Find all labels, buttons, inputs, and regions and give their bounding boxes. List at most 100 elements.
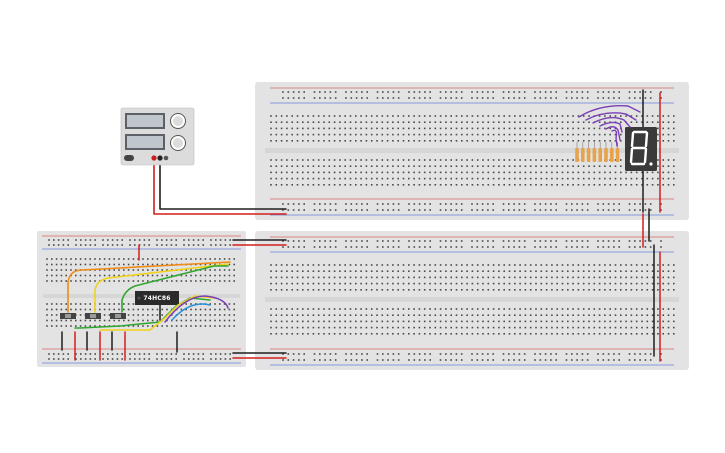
resistor-body[interactable]	[575, 148, 579, 162]
wire-display-c[interactable]	[592, 116, 631, 128]
terminal-negative[interactable]	[157, 155, 163, 161]
hole	[376, 359, 379, 361]
hole	[132, 314, 135, 316]
hole	[593, 140, 596, 142]
hole	[282, 246, 284, 248]
resistor-7[interactable]	[610, 142, 614, 162]
hole	[339, 165, 341, 167]
hole	[312, 320, 315, 323]
chip-body[interactable]	[135, 291, 179, 305]
hole	[291, 121, 293, 123]
hole	[445, 359, 447, 361]
terminal-ground[interactable]	[163, 155, 169, 161]
hole	[545, 121, 548, 123]
hole	[275, 133, 278, 136]
hole	[519, 121, 521, 123]
switch-knob[interactable]	[115, 314, 121, 318]
switch-3[interactable]	[110, 313, 126, 319]
resistor-2[interactable]	[581, 142, 585, 162]
wire-purple-out[interactable]	[164, 295, 229, 323]
hole	[572, 320, 574, 323]
hole	[195, 319, 197, 322]
breadboard-bottom[interactable]	[255, 231, 689, 370]
hole	[80, 239, 82, 241]
resistor-8[interactable]	[615, 142, 620, 162]
hole	[94, 280, 96, 282]
resistor-body[interactable]	[604, 148, 608, 162]
hole	[471, 165, 474, 167]
hole	[156, 308, 159, 311]
hole	[482, 314, 484, 316]
hole	[215, 244, 217, 246]
hole	[657, 140, 659, 142]
wire-display-f[interactable]	[611, 129, 618, 147]
hole	[219, 280, 221, 282]
hole	[418, 240, 421, 242]
wire-orange[interactable]	[67, 261, 231, 313]
seven-segment-display[interactable]	[625, 127, 657, 171]
hole	[84, 325, 87, 327]
breadboard-top[interactable]	[255, 82, 689, 220]
hole	[381, 184, 384, 186]
wire-psu-negative[interactable]	[159, 157, 287, 210]
wire-display-b[interactable]	[585, 112, 637, 121]
resistor-body[interactable]	[581, 148, 585, 162]
hole	[492, 209, 494, 211]
hole	[209, 303, 211, 305]
hole	[386, 133, 389, 136]
resistor-6[interactable]	[604, 142, 608, 162]
hole	[445, 264, 447, 266]
hole	[65, 269, 67, 271]
hole	[137, 269, 139, 271]
hole	[539, 353, 542, 355]
wire-yellow[interactable]	[94, 263, 229, 313]
hole	[291, 127, 293, 130]
hole	[147, 263, 149, 266]
wire-display-e[interactable]	[605, 126, 621, 141]
hole	[535, 326, 537, 329]
hole	[214, 308, 216, 311]
resistor-1[interactable]	[575, 142, 579, 162]
hole	[429, 240, 431, 242]
wire-blue-out[interactable]	[171, 303, 211, 321]
hole	[524, 121, 527, 123]
hole	[476, 246, 479, 248]
resistor-body[interactable]	[610, 148, 614, 162]
resistor-5[interactable]	[598, 142, 602, 162]
resistor-3[interactable]	[586, 142, 591, 162]
wire-display-d[interactable]	[599, 121, 623, 133]
resistor-4[interactable]	[592, 142, 597, 162]
wire-green[interactable]	[121, 265, 229, 313]
resistor-body[interactable]	[598, 148, 602, 162]
wire-display-a[interactable]	[578, 105, 641, 118]
hole	[334, 246, 337, 248]
resistor-body[interactable]	[592, 148, 597, 162]
hole	[651, 289, 654, 291]
switch-2[interactable]	[85, 313, 101, 319]
hole	[593, 171, 596, 174]
chip-74hc86[interactable]	[135, 291, 179, 305]
wire-psu-positive[interactable]	[153, 157, 287, 215]
hole	[339, 270, 341, 272]
hole	[498, 115, 500, 117]
hole	[644, 240, 647, 242]
hole	[287, 359, 290, 361]
terminal-positive[interactable]	[151, 155, 157, 161]
hole	[75, 269, 77, 271]
hole	[397, 276, 399, 279]
hole	[565, 240, 568, 242]
switch-1[interactable]	[60, 313, 76, 319]
hole	[614, 320, 617, 323]
power-switch[interactable]	[124, 155, 134, 161]
resistor-body[interactable]	[586, 148, 591, 162]
switch-knob[interactable]	[90, 314, 96, 318]
hole	[413, 314, 415, 316]
hole	[302, 165, 304, 167]
resistor-body[interactable]	[615, 148, 620, 162]
switch-knob[interactable]	[65, 314, 71, 318]
hole	[614, 171, 617, 174]
hole	[67, 239, 69, 241]
hole	[386, 289, 389, 291]
power-supply[interactable]	[120, 107, 195, 166]
